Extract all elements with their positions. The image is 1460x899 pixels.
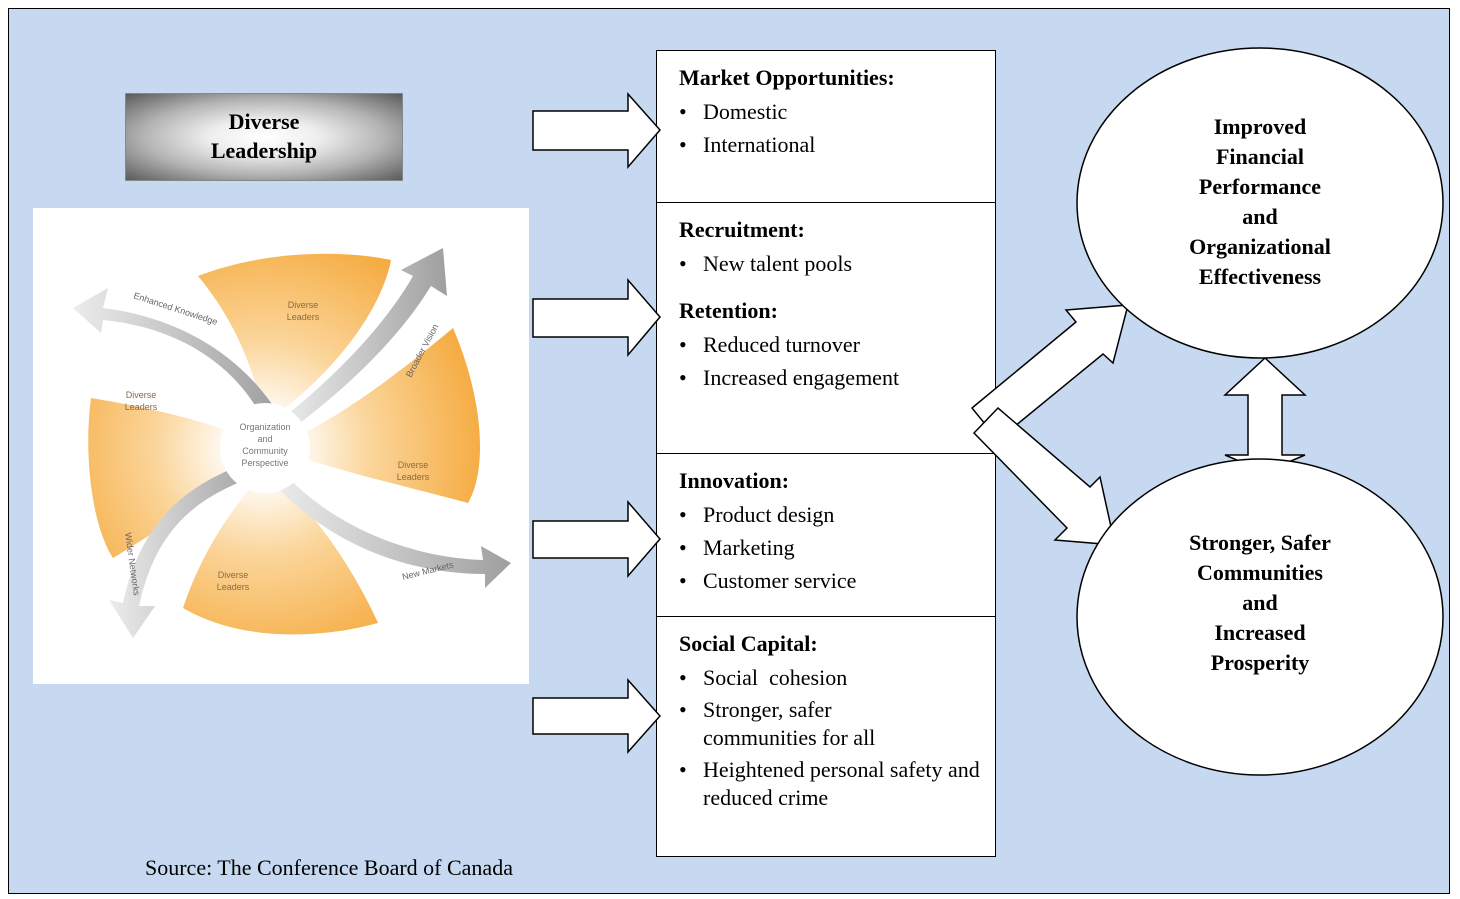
innovation-box: Innovation: Product design Marketing Cus… [656,453,996,618]
innovation-item: Customer service [679,564,995,597]
diverse-leadership-label: Diverse Leadership [210,109,318,163]
community-line: Communities [1197,560,1323,585]
social-item: Stronger, safer communities for all [679,696,933,752]
social-item: Social cohesion [679,661,995,694]
source-caption: Source: The Conference Board of Canada [145,855,513,880]
financial-outcome-label: Improved Financial Performance and Organ… [1170,112,1350,292]
retention-item: Reduced turnover [679,328,995,361]
vertical-double-arrow [1223,356,1307,473]
petal-top [198,253,391,423]
recruitment-title: Recruitment: [679,217,805,242]
retention-title: Retention: [679,298,778,323]
recruitment-item: New talent pools [679,247,995,280]
market-opportunities-box: Market Opportunities: Domestic Internati… [656,50,996,204]
financial-line: Effectiveness [1198,264,1322,289]
financial-line: Financial [1215,144,1304,169]
social-title: Social Capital: [679,631,818,656]
petal-bottom [183,470,378,635]
financial-line: Performance [1198,174,1322,199]
financial-line: Organizational [1189,234,1331,259]
community-line: Stronger, Safer [1189,530,1331,555]
right-arrow-market [532,92,661,170]
right-arrow-recruitment [532,277,661,358]
diagonal-arrow-down [972,406,1116,546]
community-line: Prosperity [1210,650,1310,675]
financial-outcome-circle [1076,47,1444,359]
arrow-new-markets [273,470,511,588]
innovation-item: Product design [679,498,995,531]
petal-left [88,398,261,558]
innovation-title: Innovation: [679,468,790,493]
innovation-item: Marketing [679,531,995,564]
arrow-enhanced-knowledge [73,288,278,423]
social-capital-box: Social Capital: Social cohesion Stronger… [656,616,996,857]
market-item: Domestic [679,95,995,128]
community-line: Increased [1214,620,1306,645]
arrow-broader-vision [283,248,447,430]
community-outcome-circle [1076,458,1444,776]
right-arrow-social [532,678,662,754]
community-line: and [1242,590,1278,615]
recruitment-retention-box: Recruitment: New talent pools Retention:… [656,202,996,455]
social-item: Heightened personal safety and reduced c… [679,756,1003,812]
diverse-leadership-box: Diverse Leadership [125,93,403,181]
market-title: Market Opportunities: [679,65,895,90]
right-arrow-innovation [532,499,661,579]
financial-line: Improved [1213,114,1307,139]
market-item: International [679,128,995,161]
financial-line: and [1242,204,1278,229]
community-outcome-label: Stronger, Safer Communities and Increase… [1140,528,1380,678]
petal-right [273,328,480,503]
retention-item: Increased engagement [679,361,995,394]
